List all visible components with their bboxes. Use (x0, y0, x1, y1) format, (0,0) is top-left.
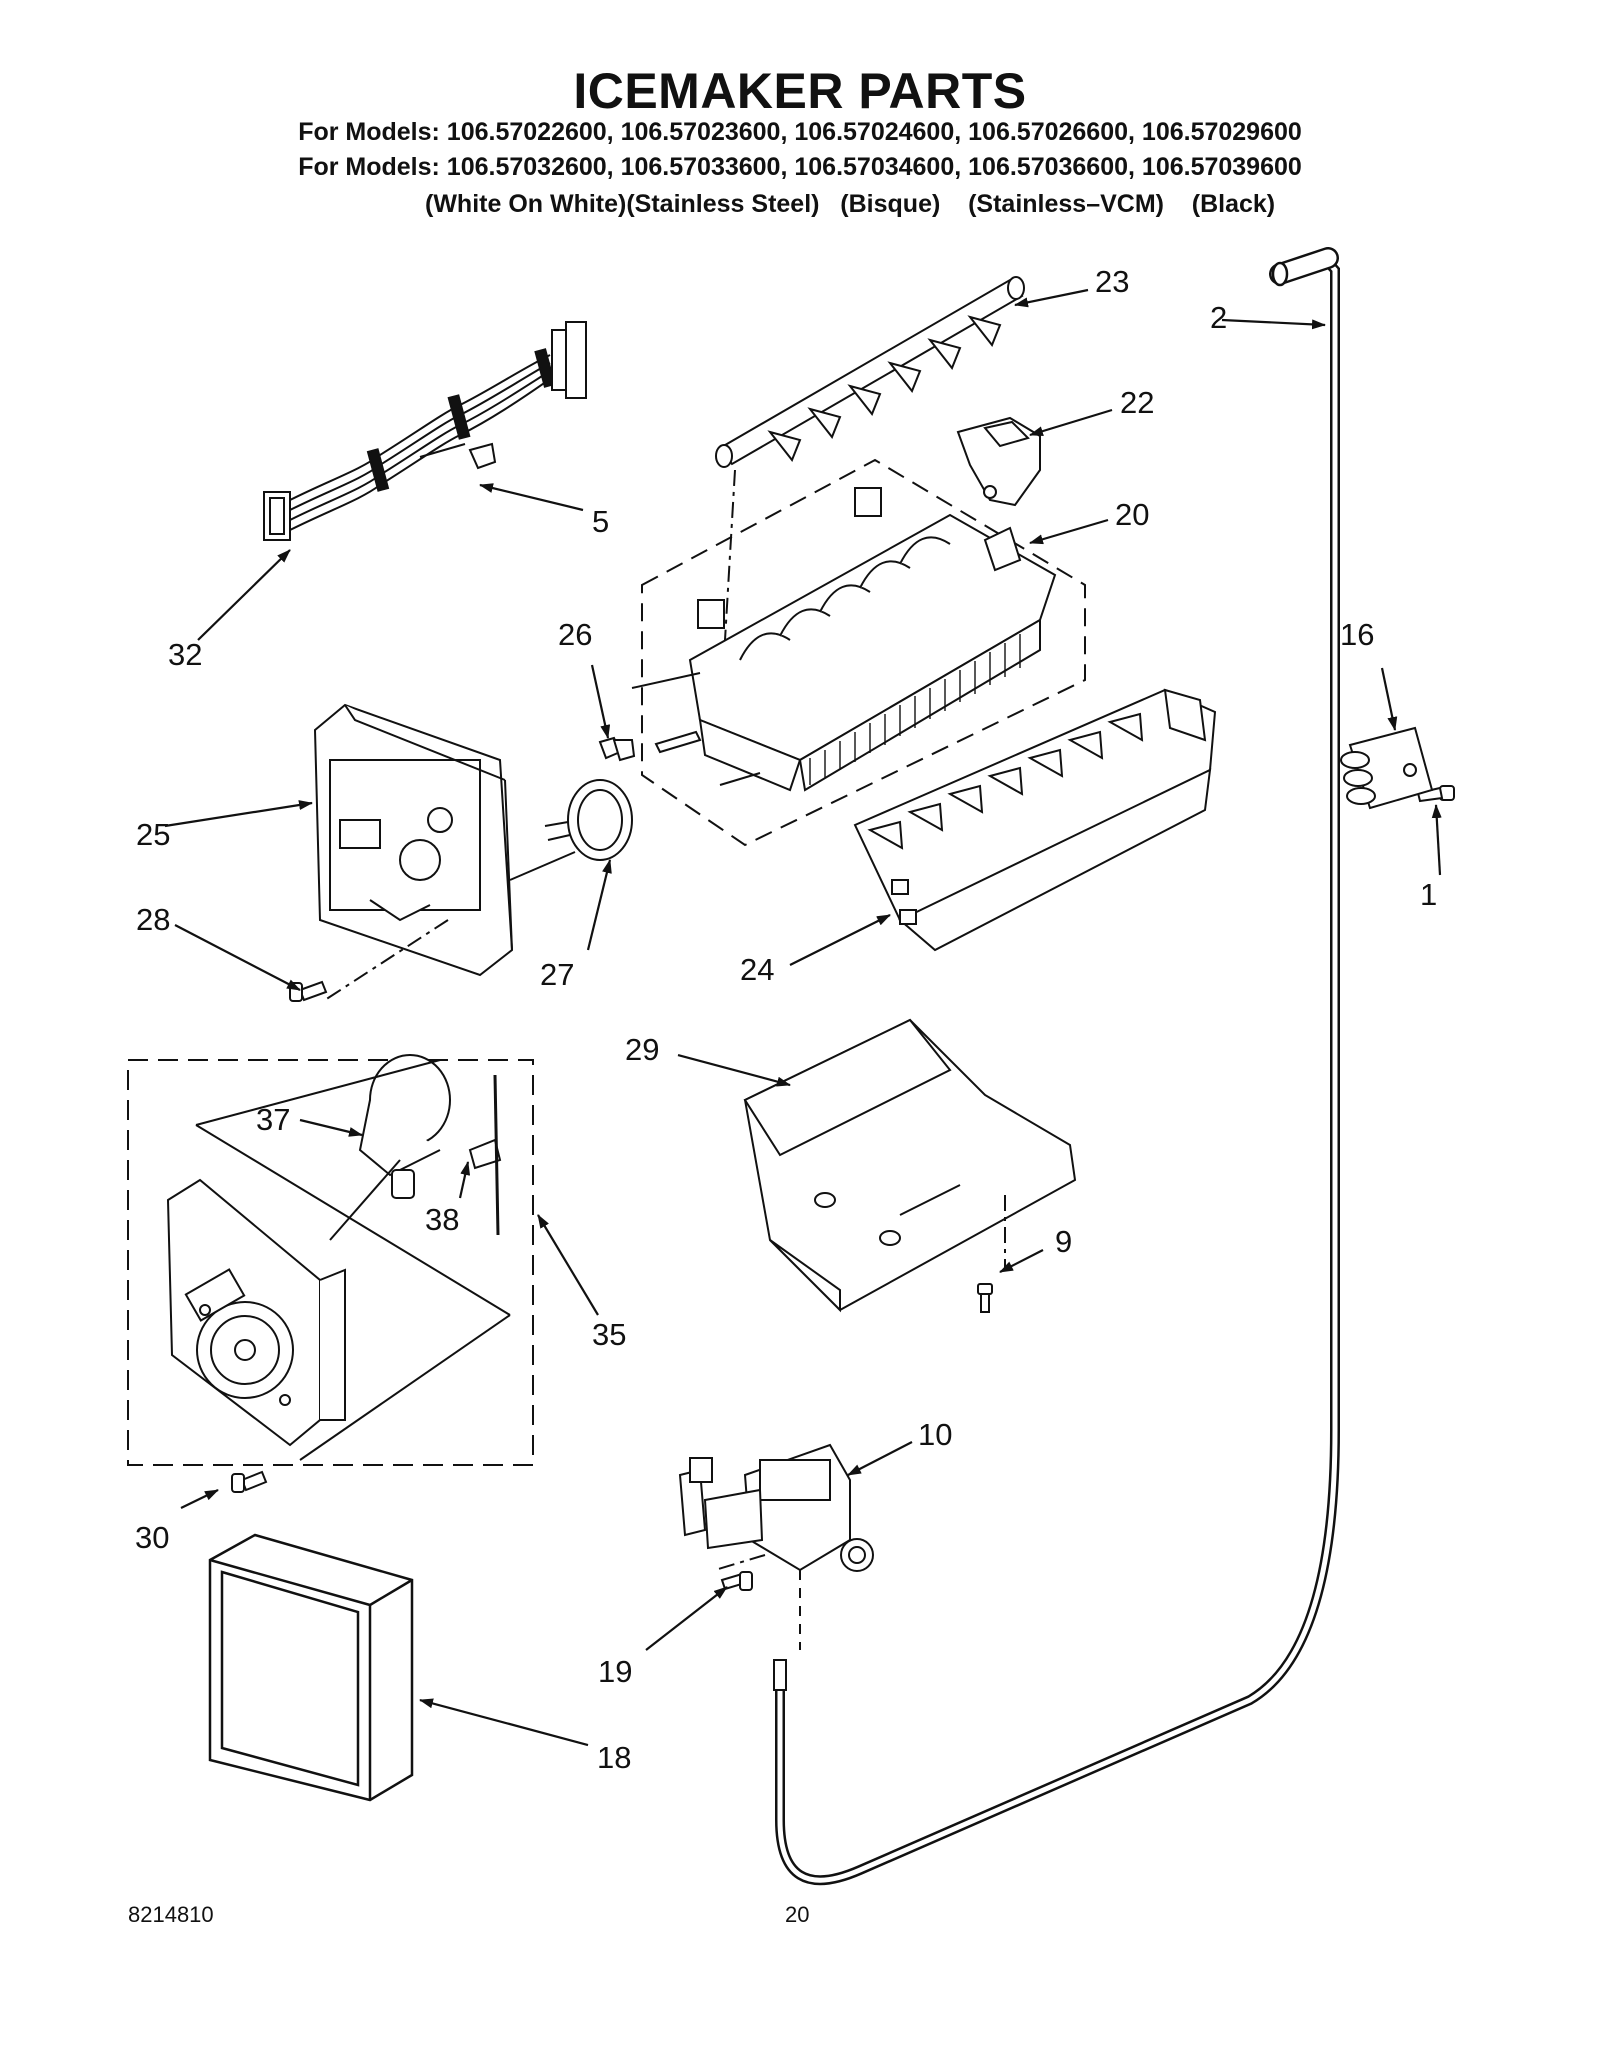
callout-27: 27 (540, 957, 574, 992)
callout-22: 22 (1120, 385, 1154, 420)
callout-38: 38 (425, 1202, 459, 1237)
callout-28: 28 (136, 902, 170, 937)
thermostat-part (544, 736, 636, 861)
ejector-blade-part (715, 276, 1025, 468)
callout-9: 9 (1055, 1224, 1072, 1259)
tube-clamp-part (1340, 726, 1434, 810)
callout-2: 2 (1210, 300, 1227, 335)
document-number: 8214810 (128, 1902, 214, 1927)
callout-19: 19 (598, 1654, 632, 1689)
screw-parts (231, 785, 1455, 1591)
callout-29: 29 (625, 1032, 659, 1067)
callout-18: 18 (597, 1740, 631, 1775)
callout-30: 30 (135, 1520, 169, 1555)
icemaker-cover-part (743, 1018, 1077, 1313)
callout-25: 25 (136, 817, 170, 852)
assembly-lines (324, 469, 1006, 1571)
ice-mold-part (631, 458, 1086, 847)
insulation-pad-part (208, 1533, 414, 1802)
callout-10: 10 (918, 1417, 952, 1452)
module-housing-part (313, 703, 576, 977)
model-list-line-2: For Models: 106.57032600, 106.57033600, … (298, 153, 1302, 181)
model-list-line-1: For Models: 106.57022600, 106.57023600, … (298, 118, 1302, 146)
color-variants: (White On White)(Stainless Steel) (Bisqu… (425, 190, 1276, 218)
callout-5: 5 (592, 504, 609, 539)
callout-32: 32 (168, 637, 202, 672)
callout-35: 35 (592, 1317, 626, 1352)
fill-cup-part (956, 416, 1041, 507)
callout-1: 1 (1420, 877, 1437, 912)
page-number: 20 (785, 1902, 810, 1927)
fill-tube-part (773, 247, 1340, 1886)
motor-assembly-part (127, 1054, 534, 1466)
callout-23: 23 (1095, 264, 1129, 299)
callout-labels: 2 23 22 20 5 32 26 16 25 1 28 27 24 29 3… (135, 264, 1437, 1775)
callout-20: 20 (1115, 497, 1149, 532)
callout-16: 16 (1340, 617, 1374, 652)
page-title: ICEMAKER PARTS (573, 63, 1027, 119)
wiring-harness-part (263, 321, 587, 541)
callout-37: 37 (256, 1102, 290, 1137)
ice-stripper-part (853, 688, 1217, 952)
callout-26: 26 (558, 617, 592, 652)
callout-24: 24 (740, 952, 774, 987)
water-valve-part (678, 1443, 874, 1650)
callout-leaders (164, 288, 1442, 1747)
